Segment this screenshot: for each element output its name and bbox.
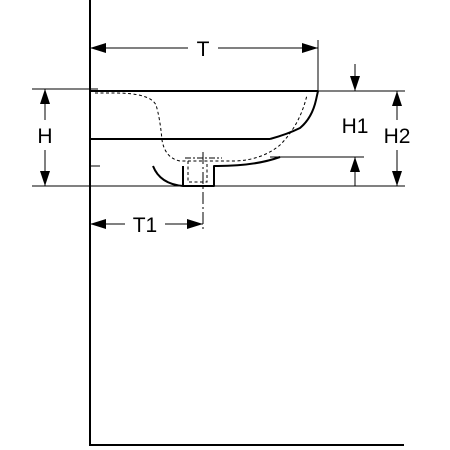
t1-arrow-right (187, 219, 203, 229)
t1-arrow-left (90, 219, 106, 229)
t1-label: T1 (133, 214, 158, 237)
dimension-t: T (90, 38, 319, 91)
h1-arrow-bottom (350, 157, 360, 172)
bowl-hidden-lines (95, 92, 308, 230)
t-arrow-left (90, 43, 106, 53)
dimension-h1: H1 (342, 64, 369, 186)
h1-arrow-top (350, 76, 360, 91)
dimension-h2: H2 (384, 91, 411, 186)
h1-label: H1 (342, 115, 369, 138)
t-label: T (197, 38, 210, 61)
t-arrow-right (302, 43, 318, 53)
washbasin (90, 90, 319, 187)
basin-front-face (269, 90, 319, 140)
h2-arrow-bottom (392, 171, 402, 186)
h2-label: H2 (384, 125, 411, 148)
h-arrow-top (40, 89, 50, 104)
wall-and-floor (89, 0, 404, 446)
h-arrow-bottom (40, 171, 50, 186)
h-label: H (37, 125, 52, 148)
h2-arrow-top (392, 91, 402, 106)
basin-bowl-bottom (152, 156, 281, 187)
dimension-h: H (32, 88, 98, 187)
bowl-inner-contour (95, 92, 308, 162)
drain-hidden (187, 161, 208, 183)
dimension-t1: T1 (90, 214, 203, 237)
